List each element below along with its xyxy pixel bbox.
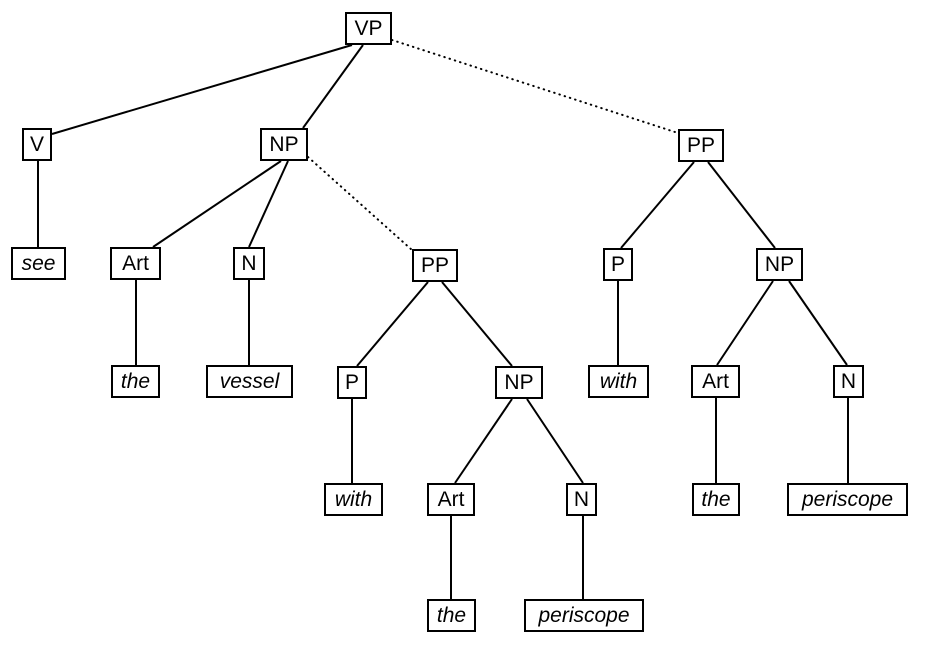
tree-edge-vp-to-np1: [302, 44, 364, 129]
tree-edge-np-right-to-art-right: [716, 280, 774, 366]
tree-node-pp-low: PP: [412, 249, 458, 282]
tree-edge-np1-to-n1: [248, 160, 289, 248]
tree-edge-np1-to-pp-low: [307, 156, 413, 251]
tree-edge-np-low-to-n-low: [526, 398, 584, 484]
tree-node-vessel: vessel: [206, 365, 293, 398]
tree-node-periscope-low: periscope: [524, 599, 644, 632]
tree-node-the-low: the: [427, 599, 476, 632]
tree-node-with-low: with: [324, 483, 383, 516]
tree-edge-pp-low-to-np-low: [441, 281, 513, 367]
tree-node-with-right: with: [588, 365, 649, 398]
tree-node-p-right: P: [603, 248, 633, 281]
tree-node-n-right: N: [833, 365, 864, 398]
tree-node-np1: NP: [260, 128, 308, 161]
tree-node-art1: Art: [110, 247, 161, 280]
tree-edge-pp-right-to-np-right: [707, 161, 776, 249]
tree-node-vp: VP: [345, 12, 392, 45]
tree-node-np-right: NP: [756, 248, 803, 281]
tree-node-np-low: NP: [495, 366, 543, 399]
tree-node-periscope-right: periscope: [787, 483, 908, 516]
tree-node-the1: the: [111, 365, 160, 398]
tree-edge-np1-to-art1: [152, 160, 282, 248]
tree-node-art-right: Art: [691, 365, 740, 398]
tree-node-v: V: [22, 128, 52, 161]
tree-node-see: see: [11, 247, 66, 280]
tree-node-the-right: the: [692, 483, 740, 516]
tree-edge-vp-to-v: [51, 44, 353, 135]
tree-node-n1: N: [233, 247, 265, 280]
tree-node-n-low: N: [566, 483, 597, 516]
tree-node-p-low: P: [337, 366, 367, 399]
tree-edge-pp-right-to-p-right: [620, 161, 695, 249]
tree-edge-np-right-to-n-right: [788, 280, 848, 366]
tree-node-art-low: Art: [427, 483, 475, 516]
tree-edge-vp-to-pp-right: [391, 39, 679, 134]
tree-edge-pp-low-to-p-low: [356, 281, 429, 367]
tree-edge-np-low-to-art-low: [454, 398, 513, 484]
tree-node-pp-right: PP: [678, 129, 724, 162]
